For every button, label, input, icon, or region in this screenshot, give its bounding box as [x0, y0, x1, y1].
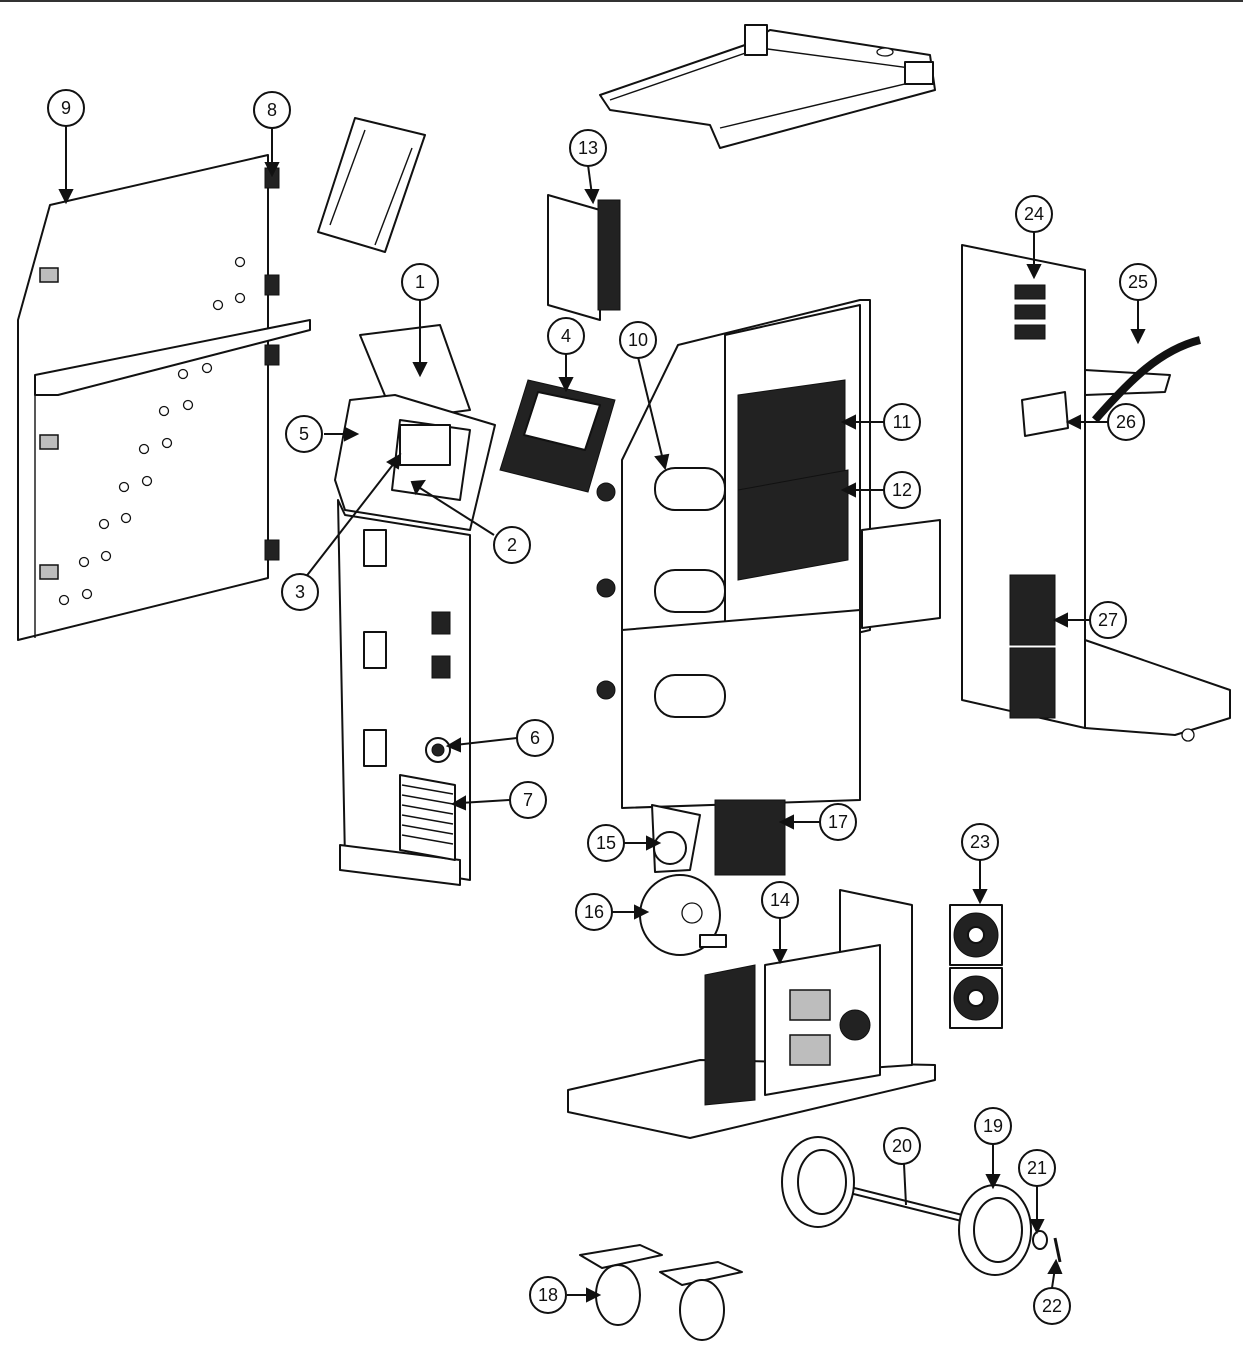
callout-8: 8: [253, 91, 291, 129]
wheel-axle-assembly: [781, 1136, 1062, 1276]
svg-text:9: 9: [61, 98, 71, 118]
svg-text:13: 13: [578, 138, 598, 158]
callout-7: 7: [509, 781, 547, 819]
svg-text:17: 17: [828, 812, 848, 832]
front-panel-assembly: [334, 324, 496, 886]
callout-16: 16: [575, 893, 613, 931]
cover-bracket: [317, 117, 426, 253]
svg-text:16: 16: [584, 902, 604, 922]
callout-17: 17: [819, 803, 857, 841]
top-cover-plate: [599, 24, 936, 149]
svg-text:19: 19: [983, 1116, 1003, 1136]
svg-text:6: 6: [530, 728, 540, 748]
callout-26: 26: [1107, 403, 1145, 441]
svg-text:23: 23: [970, 832, 990, 852]
svg-text:25: 25: [1128, 272, 1148, 292]
callout-2: 2: [493, 526, 531, 564]
callout-18: 18: [529, 1276, 567, 1314]
svg-text:21: 21: [1027, 1158, 1047, 1178]
callout-6: 6: [516, 719, 554, 757]
svg-text:8: 8: [267, 100, 277, 120]
fan-lower: [949, 967, 1003, 1029]
svg-text:27: 27: [1098, 610, 1118, 630]
svg-text:11: 11: [893, 412, 912, 432]
svg-text:14: 14: [770, 890, 790, 910]
inductor: [651, 804, 701, 873]
callout-3: 3: [281, 573, 319, 611]
fan-upper: [949, 904, 1003, 966]
svg-text:2: 2: [507, 535, 517, 555]
callout-1: 1: [401, 263, 439, 301]
svg-text:18: 18: [538, 1285, 558, 1305]
callout-15: 15: [587, 824, 625, 862]
control-pcb: [547, 194, 621, 321]
callout-27: 27: [1089, 601, 1127, 639]
callout-22: 22: [1033, 1287, 1071, 1325]
svg-text:20: 20: [892, 1136, 912, 1156]
callout-10: 10: [619, 321, 657, 359]
right-side-panel: [961, 244, 1231, 742]
vent-grille: [401, 784, 454, 845]
svg-text:5: 5: [299, 424, 309, 444]
callout-11: 11: [883, 403, 921, 441]
callout-13: 13: [569, 129, 607, 167]
callout-4: 4: [547, 317, 585, 355]
callout-24: 24: [1015, 195, 1053, 233]
callout-12: 12: [883, 471, 921, 509]
svg-text:12: 12: [892, 480, 912, 500]
castor-right: [659, 1261, 743, 1341]
leader-lines: [58, 126, 1146, 1303]
top-border-line: [0, 0, 1243, 2]
callout-14: 14: [761, 881, 799, 919]
toroid-transformer: [639, 874, 727, 956]
svg-text:15: 15: [596, 833, 616, 853]
svg-text:4: 4: [561, 326, 571, 346]
callout-9: 9: [47, 89, 85, 127]
callout-25: 25: [1119, 263, 1157, 301]
callout-23: 23: [961, 823, 999, 861]
svg-text:24: 24: [1024, 204, 1044, 224]
display-pcb: [499, 379, 616, 493]
left-side-panel: [17, 154, 311, 641]
svg-text:1: 1: [415, 272, 425, 292]
castor-left: [579, 1244, 663, 1326]
callout-5: 5: [285, 415, 323, 453]
svg-text:26: 26: [1116, 412, 1136, 432]
power-module: [567, 889, 936, 1139]
main-chassis: [596, 299, 941, 809]
svg-text:10: 10: [628, 330, 648, 350]
callout-20: 20: [883, 1127, 921, 1165]
callout-19: 19: [974, 1107, 1012, 1145]
choke: [714, 799, 786, 876]
svg-text:22: 22: [1042, 1296, 1062, 1316]
svg-text:3: 3: [295, 582, 305, 602]
callout-21: 21: [1018, 1149, 1056, 1187]
svg-text:7: 7: [523, 790, 533, 810]
